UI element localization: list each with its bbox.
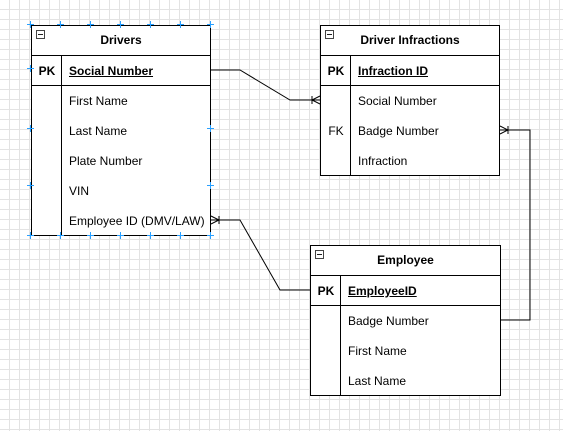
driver-infractions-pk-row[interactable]: PK Infraction ID xyxy=(321,56,499,86)
field-label: Last Name xyxy=(69,124,128,138)
collapse-icon[interactable] xyxy=(36,30,45,39)
field-label: Employee ID (DMV/LAW) xyxy=(69,214,205,228)
key-column-divider xyxy=(350,56,351,175)
resize-handle-icon[interactable] xyxy=(57,232,64,239)
crowfoot-icon xyxy=(310,95,321,105)
pk-label: PK xyxy=(317,284,335,298)
drivers-field-row[interactable]: Last Name xyxy=(32,116,210,146)
employee-pk-row[interactable]: PK EmployeeID xyxy=(311,276,500,306)
employee-field-row[interactable]: First Name xyxy=(311,336,500,366)
drivers-field-row[interactable]: First Name xyxy=(32,86,210,116)
pk-label: PK xyxy=(38,64,56,78)
field-label: Badge Number xyxy=(348,314,429,328)
collapse-icon[interactable] xyxy=(315,250,324,259)
resize-handle-icon[interactable] xyxy=(87,232,94,239)
entity-driver-infractions[interactable]: Driver Infractions PK Infraction ID Soci… xyxy=(320,25,500,176)
resize-handle-icon[interactable] xyxy=(27,21,34,28)
employee-pk-field: EmployeeID xyxy=(348,284,417,298)
resize-handle-icon[interactable] xyxy=(27,65,34,72)
pk-label: PK xyxy=(327,64,345,78)
crowfoot-icon xyxy=(210,215,221,225)
entity-employee-title: Employee xyxy=(311,246,500,276)
driver-infractions-field-row[interactable]: Social Number xyxy=(321,86,499,116)
resize-handle-icon[interactable] xyxy=(147,232,154,239)
key-column-divider xyxy=(340,276,341,395)
employee-field-row[interactable]: Badge Number xyxy=(311,306,500,336)
connector-social-number xyxy=(211,69,320,101)
drivers-pk-field: Social Number xyxy=(69,64,154,78)
field-label: Plate Number xyxy=(69,154,143,168)
resize-handle-icon[interactable] xyxy=(57,21,64,28)
field-label: Last Name xyxy=(348,374,407,388)
resize-handle-icon[interactable] xyxy=(207,125,214,132)
resize-handle-icon[interactable] xyxy=(177,21,184,28)
employee-field-row[interactable]: Last Name xyxy=(311,366,500,396)
resize-handle-icon[interactable] xyxy=(27,182,34,189)
field-label: First Name xyxy=(69,94,128,108)
resize-handle-icon[interactable] xyxy=(207,21,214,28)
resize-handle-icon[interactable] xyxy=(27,232,34,239)
resize-handle-icon[interactable] xyxy=(207,232,214,239)
entity-drivers[interactable]: Drivers PK Social Number First Name Last… xyxy=(31,25,211,236)
resize-handle-icon[interactable] xyxy=(177,232,184,239)
resize-handle-icon[interactable] xyxy=(147,21,154,28)
collapse-icon[interactable] xyxy=(325,30,334,39)
driver-infractions-pk-field: Infraction ID xyxy=(358,64,429,78)
field-label: Badge Number xyxy=(358,124,439,138)
resize-handle-icon[interactable] xyxy=(27,125,34,132)
field-label: VIN xyxy=(69,184,90,198)
drivers-field-row[interactable]: Plate Number xyxy=(32,146,210,176)
entity-driver-infractions-title: Driver Infractions xyxy=(321,26,499,56)
entity-drivers-title: Drivers xyxy=(32,26,210,56)
drivers-pk-row[interactable]: PK Social Number xyxy=(32,56,210,86)
crowfoot-icon xyxy=(499,125,510,135)
driver-infractions-field-row[interactable]: Infraction xyxy=(321,146,499,176)
resize-handle-icon[interactable] xyxy=(117,232,124,239)
entity-employee[interactable]: Employee PK EmployeeID Badge Number Firs… xyxy=(310,245,501,396)
field-label: Social Number xyxy=(358,94,437,108)
resize-handle-icon[interactable] xyxy=(117,21,124,28)
connector-badge-number xyxy=(500,129,531,321)
drivers-field-row[interactable]: VIN xyxy=(32,176,210,206)
connector-employee-id xyxy=(211,219,310,291)
resize-handle-icon[interactable] xyxy=(207,182,214,189)
drivers-field-row[interactable]: Employee ID (DMV/LAW) xyxy=(32,206,210,236)
resize-handle-icon[interactable] xyxy=(87,21,94,28)
fk-label: FK xyxy=(328,124,344,138)
field-label: First Name xyxy=(348,344,407,358)
field-label: Infraction xyxy=(358,154,408,168)
driver-infractions-field-row[interactable]: FK Badge Number xyxy=(321,116,499,146)
key-column-divider xyxy=(61,56,62,235)
